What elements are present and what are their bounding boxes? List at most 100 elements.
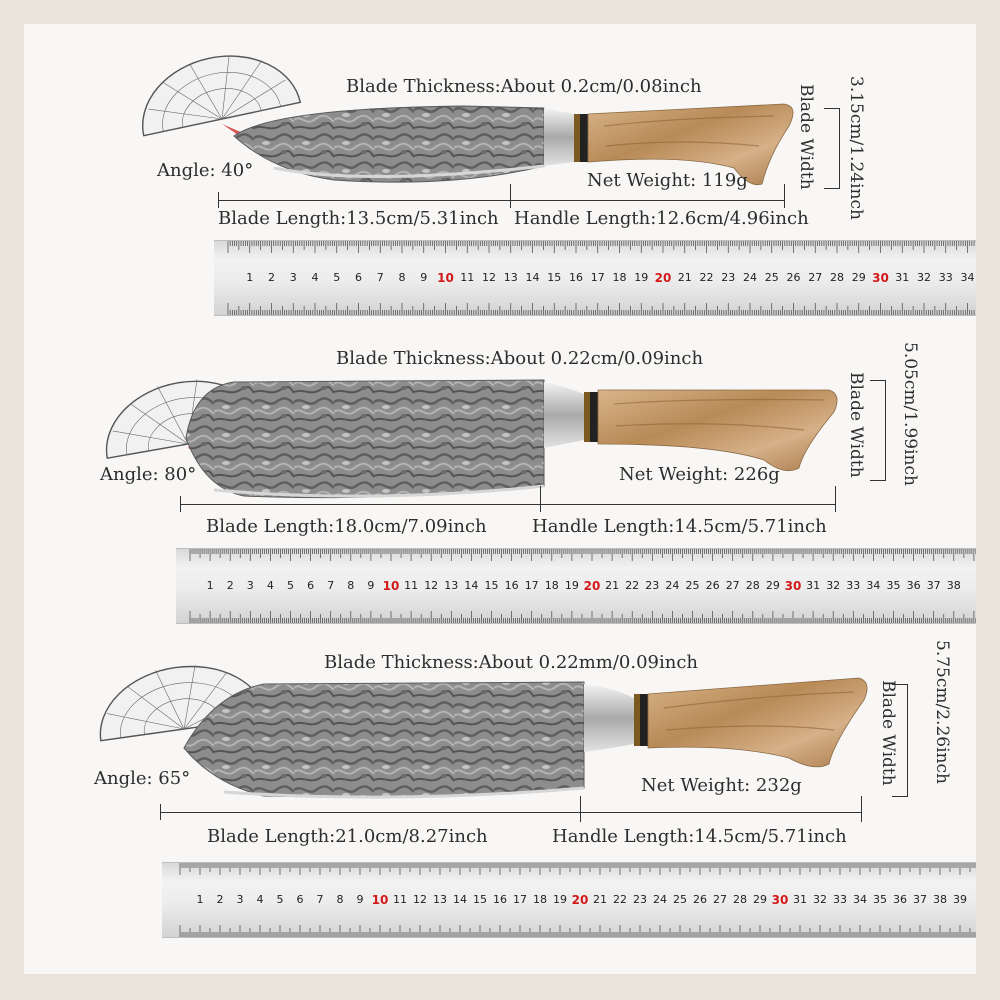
ruler-number: 7 bbox=[376, 271, 384, 284]
ruler-number: 20 bbox=[571, 893, 589, 907]
ruler-number: 32 bbox=[813, 893, 827, 906]
blade-length-label-2: Blade Length:18.0cm/7.09inch bbox=[206, 516, 487, 537]
ruler-number: 4 bbox=[311, 271, 319, 284]
ruler-number: 17 bbox=[524, 579, 539, 592]
ruler-number: 29 bbox=[765, 579, 780, 592]
ruler-number: 22 bbox=[625, 579, 640, 592]
ruler-number: 25 bbox=[685, 579, 700, 592]
ruler-number: 38 bbox=[933, 893, 947, 906]
ruler-number: 37 bbox=[926, 579, 941, 592]
ruler-number: 10 bbox=[437, 271, 454, 285]
ruler-number: 23 bbox=[721, 271, 736, 284]
ruler-number: 23 bbox=[645, 579, 660, 592]
ruler-number: 17 bbox=[590, 271, 605, 284]
knife-image-2 bbox=[185, 379, 838, 499]
handle-length-label-1: Handle Length:12.6cm/4.96inch bbox=[514, 208, 809, 229]
ruler-number: 38 bbox=[946, 579, 961, 592]
ruler-number: 36 bbox=[906, 579, 921, 592]
ruler-number: 20 bbox=[654, 271, 672, 285]
angle-label-1: Angle: 40° bbox=[157, 160, 254, 181]
ruler-number: 11 bbox=[393, 893, 407, 906]
ruler-number: 35 bbox=[873, 893, 887, 906]
ruler-number: 5 bbox=[276, 893, 284, 906]
blade-thickness-label-3: Blade Thickness:About 0.22mm/0.09inch bbox=[324, 652, 699, 673]
handle-length-line-2 bbox=[540, 504, 836, 505]
ruler-number: 32 bbox=[826, 579, 841, 592]
product-card: Blade Thickness:About 0.2cm/0.08inch Ang… bbox=[24, 24, 976, 974]
ruler-number: 12 bbox=[413, 893, 427, 906]
ruler-number: 35 bbox=[886, 579, 901, 592]
ruler-number: 16 bbox=[504, 579, 519, 592]
blade-thickness-label-2: Blade Thickness:About 0.22cm/0.09inch bbox=[336, 348, 704, 369]
ruler-number: 4 bbox=[256, 893, 264, 906]
ruler-number: 28 bbox=[745, 579, 760, 592]
ruler-number: 8 bbox=[336, 893, 344, 906]
dim-tick bbox=[835, 486, 836, 512]
dim-tick bbox=[824, 188, 840, 189]
ruler-number: 39 bbox=[953, 893, 967, 906]
ruler-number: 16 bbox=[569, 271, 583, 284]
ruler-number: 14 bbox=[464, 579, 479, 592]
ruler-number: 14 bbox=[525, 271, 540, 284]
ruler-number: 31 bbox=[793, 893, 807, 906]
blade-width-label-3: Blade Width bbox=[878, 680, 898, 786]
ruler-number: 21 bbox=[605, 579, 620, 592]
ruler-number: 11 bbox=[460, 271, 475, 284]
dim-tick bbox=[861, 796, 862, 822]
blade-width-label-2: Blade Width bbox=[846, 372, 866, 478]
ruler-number: 15 bbox=[484, 579, 499, 592]
dim-tick bbox=[540, 486, 541, 512]
ruler-number: 19 bbox=[634, 271, 649, 284]
ruler-number: 3 bbox=[236, 893, 244, 906]
ruler-number: 3 bbox=[246, 579, 254, 592]
blade-length-line-3 bbox=[160, 812, 581, 813]
ruler-number: 6 bbox=[307, 579, 315, 592]
ruler-number: 6 bbox=[355, 271, 362, 284]
ruler-number: 23 bbox=[633, 893, 647, 906]
ruler-number: 34 bbox=[853, 893, 867, 906]
ruler-number: 2 bbox=[268, 271, 275, 284]
ruler-number: 13 bbox=[503, 271, 518, 284]
ruler-number: 30 bbox=[771, 893, 789, 907]
ruler-number: 30 bbox=[784, 579, 802, 593]
ruler-number: 26 bbox=[693, 893, 707, 906]
ruler-number: 22 bbox=[699, 271, 714, 284]
dim-tick bbox=[824, 108, 840, 109]
ruler-number: 11 bbox=[404, 579, 419, 592]
ruler-number: 9 bbox=[420, 271, 428, 284]
ruler-number: 10 bbox=[371, 893, 389, 907]
ruler-number: 21 bbox=[593, 893, 607, 906]
ruler-number: 29 bbox=[753, 893, 767, 906]
ruler-ticks bbox=[189, 549, 976, 623]
handle-length-line-1 bbox=[510, 200, 785, 201]
handle-length-line-3 bbox=[580, 812, 862, 813]
handle-length-label-2: Handle Length:14.5cm/5.71inch bbox=[532, 516, 827, 537]
blade-width-value-2: 5.05cm/1.99inch bbox=[900, 342, 920, 486]
ruler-number: 10 bbox=[382, 579, 400, 593]
net-weight-label-2: Net Weight: 226g bbox=[619, 464, 780, 485]
ruler-number: 33 bbox=[833, 893, 847, 906]
ruler-number: 6 bbox=[296, 893, 304, 906]
ruler-number: 7 bbox=[316, 893, 324, 906]
ruler-number: 31 bbox=[895, 271, 910, 284]
dim-tick bbox=[870, 380, 886, 381]
ruler-number: 31 bbox=[806, 579, 821, 592]
dim-tick bbox=[892, 796, 908, 797]
blade-length-label-1: Blade Length:13.5cm/5.31inch bbox=[218, 208, 499, 229]
ruler-number: 9 bbox=[367, 579, 375, 592]
ruler-number: 24 bbox=[743, 271, 757, 284]
blade-width-value-1: 3.15cm/1.24inch bbox=[846, 76, 866, 220]
ruler-number: 19 bbox=[564, 579, 579, 592]
ruler-number: 25 bbox=[764, 271, 779, 284]
ruler-number: 13 bbox=[433, 893, 447, 906]
ruler-number: 24 bbox=[665, 579, 680, 592]
dim-tick bbox=[510, 184, 511, 208]
ruler-number: 28 bbox=[733, 893, 747, 906]
ruler-number: 26 bbox=[705, 579, 720, 592]
dim-tick bbox=[870, 480, 886, 481]
net-weight-label-1: Net Weight: 119g bbox=[587, 170, 748, 191]
ruler-number: 25 bbox=[673, 893, 687, 906]
